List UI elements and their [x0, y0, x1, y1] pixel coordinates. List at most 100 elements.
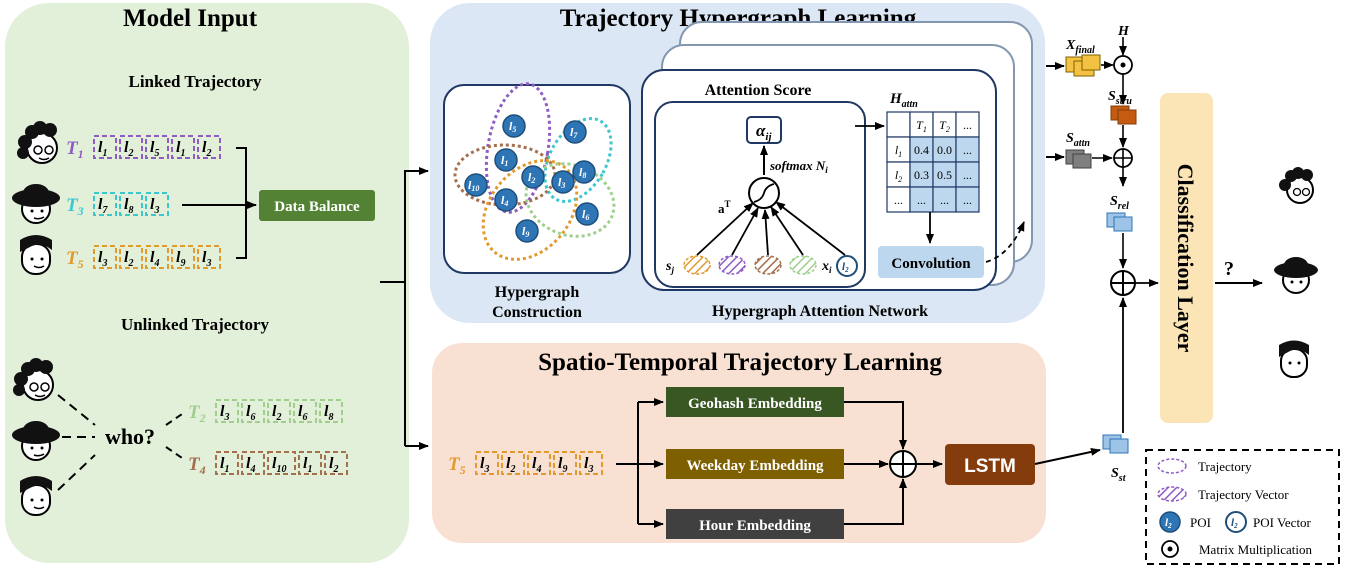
hyperedge-orange — [481, 159, 579, 261]
input-arrow-4 — [770, 206, 804, 256]
spatio-traj-poi-box — [527, 451, 551, 475]
linked-trajectory-title: Linked Trajectory — [129, 72, 262, 91]
matrix-value-0-1: 0.0 — [937, 143, 952, 157]
matrix-value-0-0: 0.4 — [914, 143, 929, 157]
unlinked-traj-1-poi-box — [215, 451, 239, 475]
unlinked-traj-1-poi-box — [241, 451, 265, 475]
poi-node-10 — [464, 173, 488, 197]
poi-vector-icon — [836, 255, 858, 277]
user-icon-flat-unlinked — [20, 476, 52, 516]
sum-node-spatio — [889, 450, 917, 478]
s-rel-vector-icon — [1106, 212, 1133, 232]
alpha-box — [746, 116, 782, 144]
classification-label: Classification Layer — [1173, 164, 1198, 353]
sj-label: sj — [665, 259, 674, 275]
unlinked-traj-0-poi-2: l2 — [272, 403, 281, 423]
legend-poi-vector-icon — [1225, 511, 1247, 533]
h-attn-label: Hattn — [889, 91, 918, 110]
poi-node-7 — [563, 120, 587, 144]
linked-traj-0-poi-box — [93, 135, 117, 159]
hypergraph-construction-label-2: Construction — [492, 304, 582, 321]
who-label: who? — [105, 424, 155, 449]
legend-poi-icon — [1159, 511, 1181, 533]
unlinked-traj-1-poi-1: l4 — [246, 455, 255, 475]
x-final-vector-icon — [1065, 54, 1101, 77]
linked-traj-2-poi-box — [197, 245, 221, 269]
linked-traj-1-poi-0: l7 — [98, 196, 108, 216]
poi-node-label-10: l10 — [468, 178, 479, 193]
input-vector-purple — [718, 255, 746, 275]
s-stru-label: Sstru — [1108, 89, 1132, 107]
poi-node-label-6: l6 — [582, 207, 589, 222]
matrix-header-1: T2 — [939, 118, 950, 134]
poi-node-label-9: l9 — [522, 224, 529, 239]
linked-traj-0-label: T1 — [66, 138, 84, 161]
spatio-traj-label: T5 — [448, 454, 466, 477]
model-input-title: Model Input — [123, 5, 258, 32]
spatio-traj-poi-2: l4 — [532, 455, 541, 475]
linked-traj-2-poi-box — [119, 245, 143, 269]
alpha-label: αij — [756, 121, 772, 143]
linked-traj-0-poi-2: l5 — [150, 139, 159, 159]
who-dash-1 — [57, 394, 96, 426]
input-vector-brown — [754, 255, 782, 275]
geohash-to-sum — [844, 401, 907, 450]
unlinked-traj-1-label: T4 — [188, 454, 206, 477]
linked-traj-0-poi-box — [119, 135, 143, 159]
output-user-hat — [1274, 257, 1318, 294]
unlinked-traj-1-poi-0: l1 — [220, 455, 229, 475]
matrix-value-2-0: ... — [917, 193, 926, 207]
spatio-traj-poi-3: l9 — [558, 455, 567, 475]
unlinked-traj-1-poi-4: l2 — [329, 455, 338, 475]
input-arrow-1 — [696, 202, 754, 256]
linked-traj-1-label: T3 — [66, 195, 84, 218]
x-final-label: Xfinal — [1065, 38, 1095, 56]
unlinked-traj-1-poi-box — [298, 451, 322, 475]
softmax-label: softmax Ni — [769, 158, 828, 175]
matrix-cell — [955, 186, 980, 213]
conv-loop-arrow — [985, 221, 1025, 263]
unlinked-traj-0-poi-3: l6 — [298, 403, 307, 423]
user-icon-flat — [20, 235, 52, 275]
linked-traj-1-poi-box — [145, 192, 169, 216]
input-arrow-3 — [761, 209, 770, 256]
unlinked-traj-0-poi-0: l3 — [220, 403, 229, 423]
linked-bracket — [236, 147, 247, 259]
poi-node-label-8: l8 — [579, 165, 586, 180]
s-attn-label: Sattn — [1066, 131, 1090, 149]
hour-embedding-label: Hour Embedding — [699, 518, 811, 534]
lstm-to-sst — [1034, 447, 1101, 465]
output-user-curly — [1279, 167, 1314, 204]
hour-to-sum — [844, 478, 907, 525]
spatio-traj-poi-1: l2 — [506, 455, 515, 475]
spatio-traj-poi-box — [579, 451, 603, 475]
linked-traj-1-poi-2: l3 — [150, 196, 159, 216]
hour-embedding-box — [666, 509, 844, 539]
linked-traj-1-poi-box — [93, 192, 117, 216]
unlinked-traj-1-poi-box — [324, 451, 348, 475]
legend-matrix-mult-label: Matrix Multiplication — [1199, 542, 1313, 557]
h-label: H — [1117, 24, 1130, 39]
s-st-vector-icon — [1102, 434, 1129, 454]
input-vector-green — [789, 255, 817, 275]
unlinked-traj-0-poi-box — [241, 399, 265, 423]
poi-node-4 — [494, 188, 518, 212]
attention-score-label: Attention Score — [705, 82, 812, 99]
input-vector-orange — [683, 255, 711, 275]
linked-traj-2-poi-box — [145, 245, 169, 269]
spatio-traj-poi-0: l3 — [480, 455, 489, 475]
linked-traj-0-poi-3: l1 — [176, 139, 185, 159]
linked-traj-1-poi-box — [119, 192, 143, 216]
unlinked-traj-0-poi-box — [215, 399, 239, 423]
convolution-label: Convolution — [891, 256, 971, 272]
matrix-row-label-0: l1 — [895, 143, 902, 159]
matrix-value-0-2: ... — [963, 143, 972, 157]
user-icon-curly — [17, 121, 58, 164]
spatio-traj-poi-4: l3 — [584, 455, 593, 475]
activation-curve-icon — [753, 183, 775, 203]
user-icon-curly-unlinked — [13, 358, 54, 401]
unlinked-traj-1-poi-3: l1 — [303, 455, 312, 475]
